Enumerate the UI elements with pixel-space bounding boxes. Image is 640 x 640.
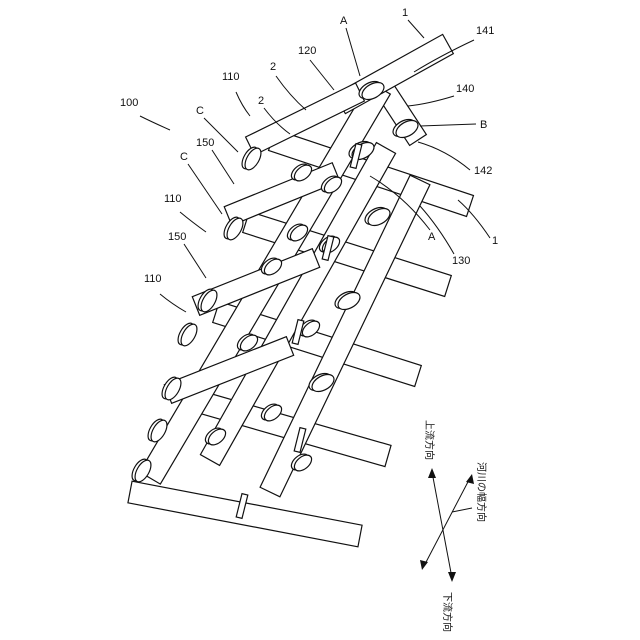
leader-142	[418, 142, 470, 170]
label-110-mid: 110	[164, 193, 182, 205]
label-142: 142	[474, 165, 492, 177]
direction-indicator	[420, 468, 474, 582]
label-120: 120	[298, 45, 316, 57]
leader-1-top	[408, 20, 424, 38]
label-C-top: C	[196, 105, 204, 117]
label-141: 141	[476, 25, 494, 37]
upstream-arrowhead	[428, 468, 436, 478]
leader-140	[408, 96, 454, 106]
label-C-mid: C	[180, 151, 188, 163]
leader-110-mid	[180, 212, 206, 232]
label-150-mid: 150	[168, 231, 186, 243]
label-1-top: 1	[402, 7, 408, 19]
leader-110-low	[160, 294, 186, 312]
label-2-b: 2	[270, 61, 276, 73]
label-2-a: 2	[258, 95, 264, 107]
label-110-top: 110	[222, 71, 240, 83]
leader-150-mid	[184, 244, 206, 278]
leader-A-top	[346, 28, 360, 76]
leader-B	[420, 124, 476, 126]
label-downstream-direction: 下流方向	[441, 592, 454, 632]
label-B: B	[480, 119, 487, 131]
reference-labels: 100 110 C 150 C 110 150 110 2 2 120 A 1 …	[120, 7, 498, 632]
leader-100	[140, 116, 170, 130]
leader-120	[310, 60, 334, 90]
leader-C-mid	[188, 164, 222, 214]
leader-130	[420, 206, 454, 254]
leader-110-top	[236, 92, 250, 116]
lower-pipe	[128, 481, 362, 547]
width-leader	[452, 508, 472, 512]
label-110-low: 110	[144, 273, 162, 285]
downstream-arrow-line	[432, 472, 452, 578]
label-A-top: A	[340, 15, 348, 27]
leader-2-b	[276, 76, 306, 110]
label-upstream-direction: 上流方向	[423, 420, 436, 460]
label-A-bottom: A	[428, 231, 436, 243]
downstream-arrowhead	[448, 572, 456, 582]
label-river-width-direction: 河川の幅方向	[475, 462, 488, 522]
frame-structure	[128, 34, 474, 546]
label-1-bottom: 1	[492, 235, 498, 247]
label-130: 130	[452, 255, 470, 267]
label-140: 140	[456, 83, 474, 95]
label-100: 100	[120, 97, 138, 109]
label-150-top: 150	[196, 137, 214, 149]
leader-150-top	[212, 150, 234, 184]
